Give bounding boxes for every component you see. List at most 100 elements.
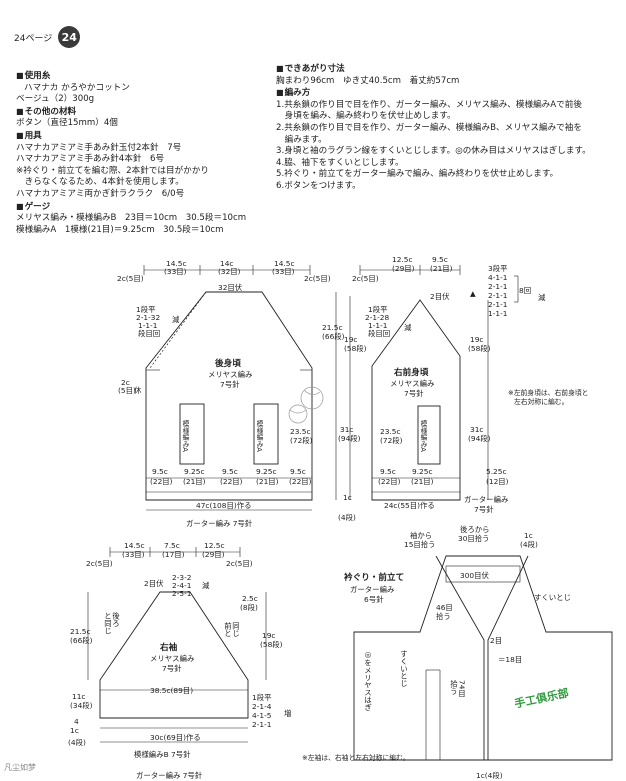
front-needle: 7号針: [404, 389, 424, 398]
collar-height: (4段): [520, 540, 538, 549]
sleeve-raglan-height: 19c: [262, 631, 275, 640]
sleeve-cap-rows: 2-4-1: [172, 581, 192, 590]
sleeve-inc-rows: 2-1-1: [252, 720, 272, 729]
sleeve-rib-height: 1c: [70, 726, 79, 735]
method-step: 2.共糸鎖の作り目で目を作り、ガーター編み、模様編みB、メリヤス編みで袖を: [276, 122, 582, 133]
materials-column: 使用糸 ハマナカ かろやかコットン ベージュ（2）300g その他の材料 ボタン…: [16, 70, 271, 236]
front-neck-rows: 2-1-1: [488, 291, 508, 300]
sleeve-top-dim: (17目): [162, 550, 185, 559]
back-rows: 段目回: [138, 329, 160, 338]
yarn-name: ハマナカ かろやかコットン: [24, 82, 130, 93]
front-top-dim: (21目): [430, 264, 453, 273]
collar-garter: ガーター編み: [350, 585, 394, 594]
front-neck-rows: 2-1-1: [488, 282, 508, 291]
collar-band-diagram: 袖から 15目拾う 後ろから 30目拾う 1c (4段) 衿ぐり・前立て ガータ…: [344, 525, 613, 780]
back-rows: 2-1-32: [136, 313, 160, 322]
gauge-line: メリヤス編み・模様編みB 23目＝10cm 30.5段＝10cm: [16, 213, 247, 224]
back-top-dim: (33目): [272, 267, 295, 276]
front-rows: 段目回: [368, 329, 390, 338]
back-bottom-dim: 9.5c: [152, 467, 168, 476]
sleeve-raglan-height: (58段): [260, 640, 283, 649]
instructions-column: できあがり寸法 胸まわり96cm ゆき丈40.5cm 着丈約57cm 編み方 1…: [276, 63, 616, 193]
collar-seam: すくいとじ: [534, 593, 571, 602]
front-neck-rows: 3段平: [488, 264, 507, 273]
sleeve-cast-on: 30c(69目)作る: [150, 733, 201, 742]
sleeve-lower-height: 11c: [72, 692, 85, 701]
back-garter: ガーター編み 7号針: [186, 519, 253, 528]
front-neck-height: (58段): [468, 344, 491, 353]
gauge-title: ゲージ: [16, 201, 271, 214]
method-step: 3.身頃と袖のラグラン線をすくいとじします。◎の休み目はメリヤスはぎします。: [276, 146, 591, 157]
front-rows: 2-1-28: [365, 313, 389, 322]
front-bottom-dim: 9.25c: [412, 467, 433, 476]
front-stitch: メリヤス編み: [390, 379, 434, 388]
front-total-height: (94段): [468, 434, 491, 443]
method-step: 編みます。: [276, 134, 327, 145]
collar-pick-sleeve: 袖から: [410, 531, 432, 540]
collar-two-stitches: 2目: [490, 636, 502, 645]
front-top-dim: 12.5c: [392, 255, 413, 264]
sleeve-top-dim: 7.5c: [164, 541, 180, 550]
front-neck-height: 19c: [470, 335, 483, 344]
collar-title: 衿ぐり・前立て: [344, 571, 404, 583]
back-total-height: 31c: [340, 425, 353, 434]
back-side-dim: 2c(5目): [117, 274, 144, 283]
back-mid-height: (72段): [290, 436, 313, 445]
back-top-dim: 14c: [220, 259, 233, 268]
collar-pick-46: 46目: [436, 603, 453, 612]
sleeve-mirror-note: ※左袖は、右袖と左右対称に編む。: [302, 753, 410, 762]
back-raglan-height: (66段): [322, 332, 345, 341]
right-front-diagram: 12.5c (29目) 9.5c (21目) 2c(5目) 2目伏 1段平 2-…: [344, 255, 588, 514]
sleeve-back-label: と同じ: [104, 612, 113, 634]
collar-cast-off: 300目伏: [460, 571, 489, 580]
collar-pick-46: 拾う: [436, 612, 451, 621]
back-rib-height: (4段): [338, 513, 356, 522]
back-bottom-dim: 9.25c: [256, 467, 277, 476]
sleeve-side-dim: 2c(5目): [86, 559, 113, 568]
finished-size-title: できあがり寸法: [276, 63, 616, 76]
back-body-diagram: 14.5c (33目) 14c (32目) 14.5c (33目) 2c(5目)…: [117, 259, 361, 528]
front-dec-label: 減: [404, 323, 412, 332]
back-cast-on: 47c(108目)作る: [196, 501, 252, 510]
buttons-spec: ボタン（直径15mm）4個: [16, 118, 118, 129]
back-top-dim: 14.5c: [274, 259, 295, 268]
back-raglan-height: 21.5c: [322, 323, 343, 332]
sleeve-width: 38.5c(89目): [150, 686, 193, 695]
method-step: 1.共糸鎖の作り目で目を作り、ガーター編み、メリヤス編み、模様編みAで前後: [276, 99, 582, 110]
collar-pick-back: 後ろから: [460, 525, 490, 534]
front-edge-dim: (12目): [486, 477, 509, 486]
front-mirror-note: ※左前身頃は、右前身頃と: [508, 388, 588, 397]
collar-pick-74: 74目: [458, 680, 467, 698]
back-dec-label: 減: [172, 315, 180, 324]
sleeve-top-dim: (33目): [122, 550, 145, 559]
collar-eighteen: ＝18目: [498, 655, 522, 664]
right-sleeve-diagram: 14.5c (33目) 7.5c (17目) 12.5c (29目) 2c(5目…: [68, 541, 410, 780]
sleeve-top-dim: 14.5c: [124, 541, 145, 550]
back-bottom-dim: 9.5c: [222, 467, 238, 476]
method-step: 5.衿ぐり・前立てをガーター編みで編み、編み終わりを伏せ止めします。: [276, 169, 559, 180]
front-neck-rows: 1-1-1: [488, 309, 508, 318]
sleeve-garter: ガーター編み 7号針: [136, 771, 203, 780]
tool-line: ハマナカアミアミ手あみ針玉付2本針 7号: [16, 142, 182, 153]
sleeve-pattern-b: 模様編みB 7号針: [134, 750, 191, 759]
sleeve-stitch: メリヤス編み: [150, 654, 194, 663]
back-needle: 7号針: [220, 380, 240, 389]
front-rows: 1-1-1: [368, 321, 388, 330]
sleeve-top-dim: 12.5c: [204, 541, 225, 550]
tool-line: ※衿ぐり・前立てを編む際、2本針では目がかかり: [16, 165, 209, 176]
back-side-held: (5目): [118, 386, 136, 395]
front-garter: ガーター編み: [464, 495, 508, 504]
collar-pick-74: 拾う: [449, 680, 458, 695]
method-title: 編み方: [276, 87, 616, 100]
sleeve-front-label: 前と: [224, 622, 233, 637]
yarn-title: 使用糸: [16, 70, 271, 83]
front-rows: 1段平: [368, 305, 387, 314]
sleeve-left-height: (66段): [70, 636, 93, 645]
front-pattern-label: 模様編みA: [419, 419, 427, 452]
front-neck-dec: 減: [538, 293, 546, 302]
back-top-dim: 14.5c: [166, 259, 187, 268]
page-header: 24ページ 24: [14, 26, 81, 48]
gauge-line: 模様編みA 1模様(21目)＝9.25cm 30.5段＝10cm: [16, 224, 224, 235]
sleeve-top-dim: (29目): [202, 550, 225, 559]
